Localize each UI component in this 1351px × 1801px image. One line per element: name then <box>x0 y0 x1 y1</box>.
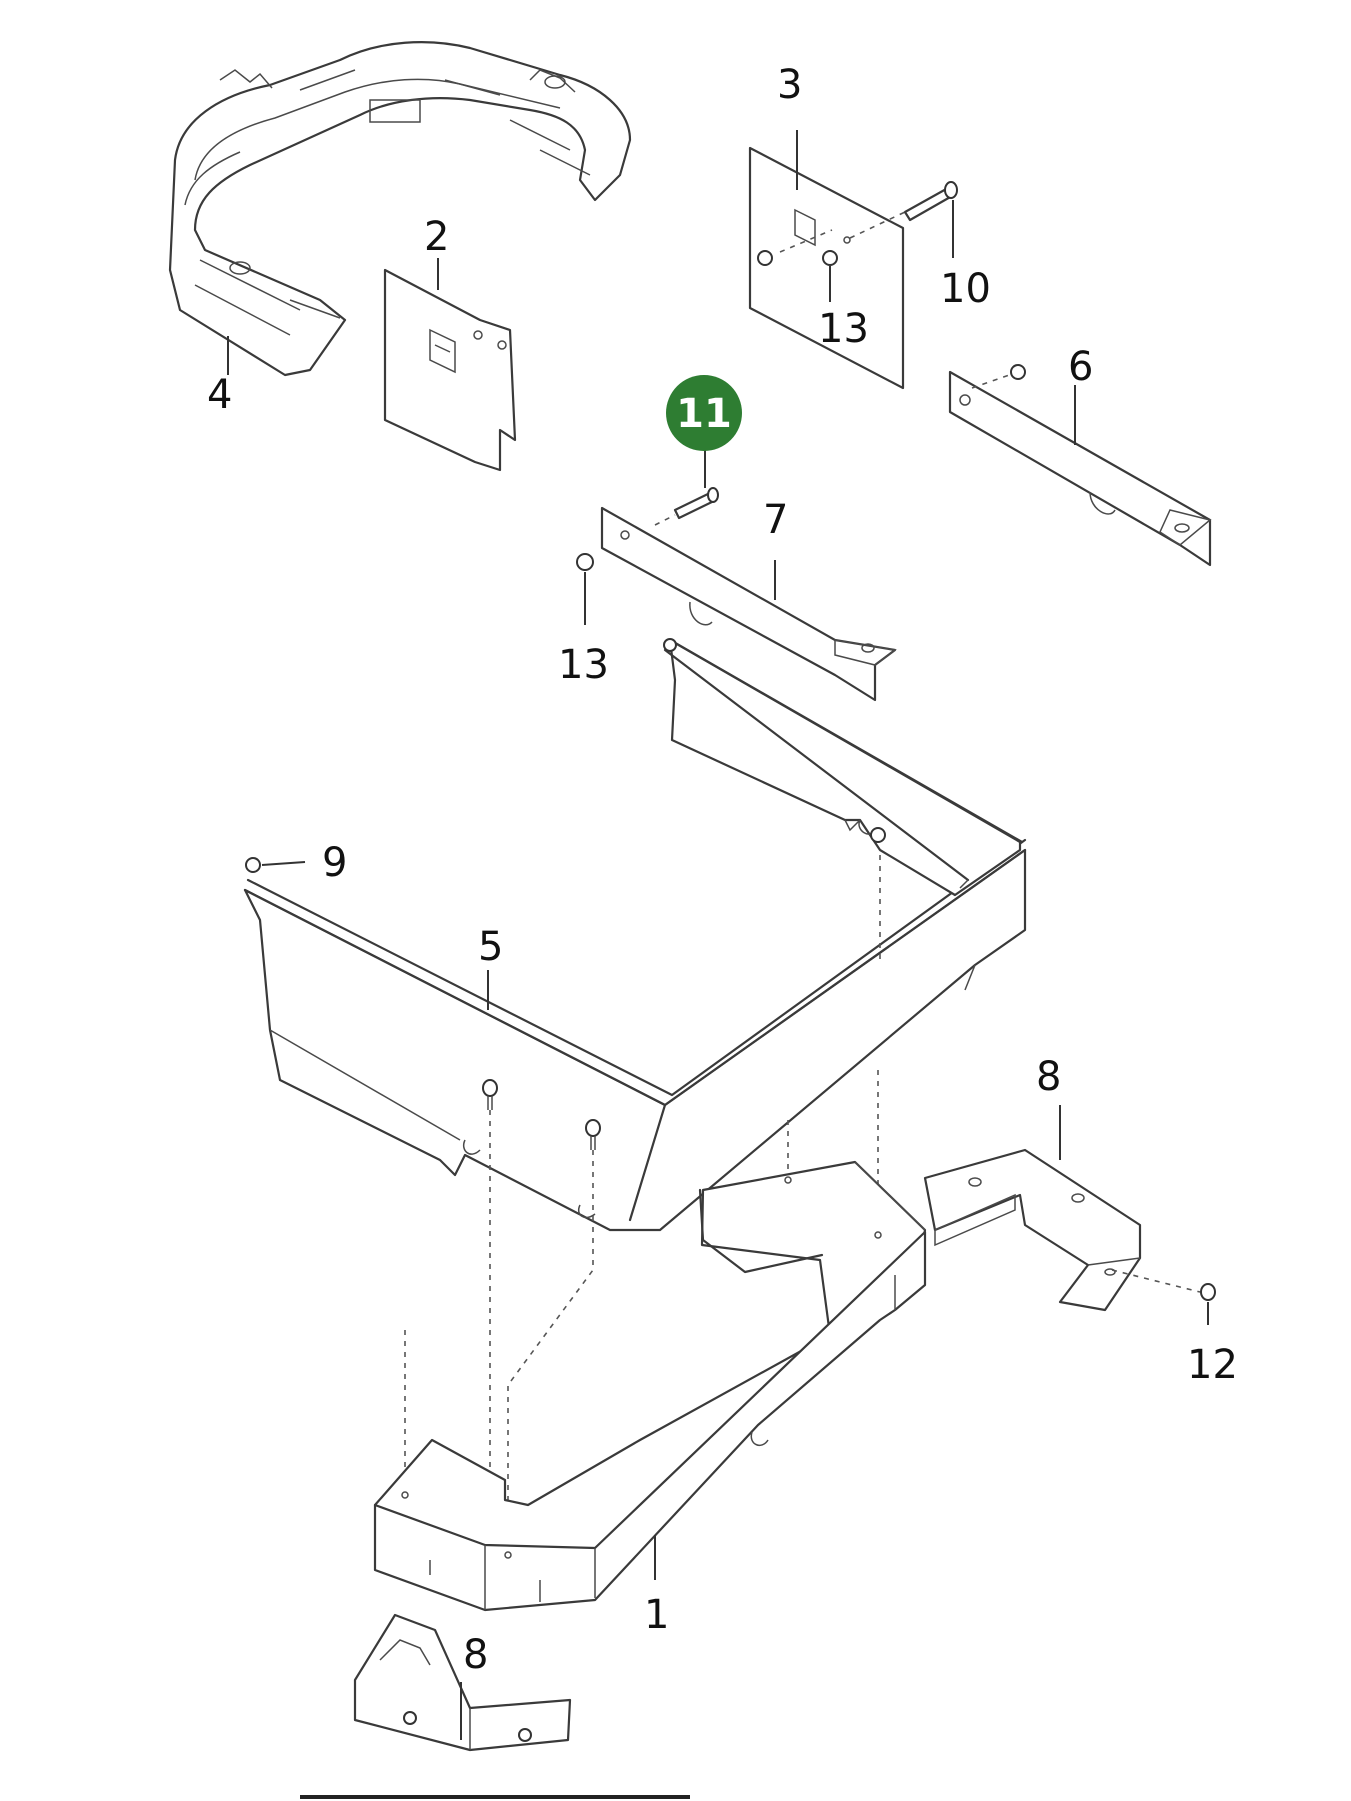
part-7-bracket <box>600 506 897 702</box>
callout-8-bottom: 8 <box>463 1632 488 1678</box>
part-9-nut <box>245 857 261 873</box>
part-3-mounting-plate <box>748 146 906 390</box>
callout-6: 6 <box>1068 344 1093 390</box>
part-8-hook-bracket-right <box>923 1148 1142 1312</box>
callout-9: 9 <box>322 840 347 886</box>
callout-5: 5 <box>478 924 503 970</box>
callout-4: 4 <box>207 372 232 418</box>
part-4-curved-clamp <box>168 41 632 377</box>
highlight-badge-11 <box>666 375 742 451</box>
callout-11: 11 <box>676 391 732 437</box>
part-6-angle-bracket <box>948 364 1212 567</box>
callout-13-top: 13 <box>818 306 869 352</box>
part-5-tray <box>243 638 1027 1232</box>
callout-2: 2 <box>424 214 449 260</box>
callout-10: 10 <box>940 266 991 312</box>
screws <box>482 1079 601 1150</box>
part-10-bolt <box>903 181 958 222</box>
callout-12: 12 <box>1187 1342 1238 1388</box>
callout-7: 7 <box>763 497 788 543</box>
part-8-bracket-bottom <box>353 1613 572 1752</box>
callout-1: 1 <box>644 1592 669 1638</box>
callout-3: 3 <box>777 62 802 108</box>
part-12-screw <box>1111 1269 1216 1301</box>
part-13-nut <box>576 553 594 571</box>
part-1-base-plate <box>373 1160 927 1612</box>
part-2-cover-plate <box>383 268 517 472</box>
part-11-pin <box>654 487 719 526</box>
callout-13-mid: 13 <box>558 642 609 688</box>
callout-8-right: 8 <box>1036 1054 1061 1100</box>
